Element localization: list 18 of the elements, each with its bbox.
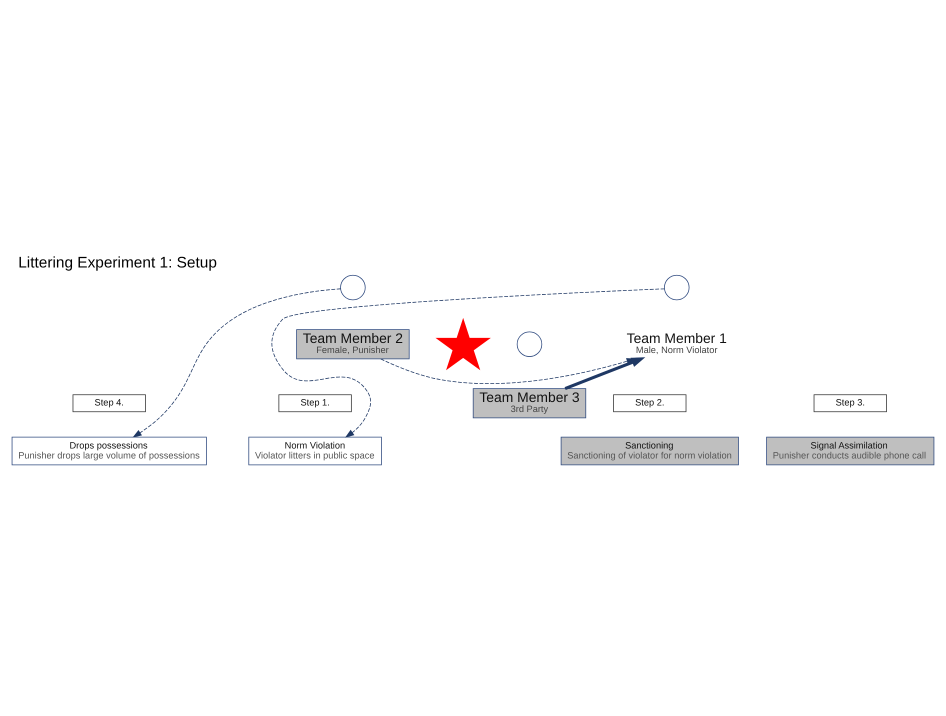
node-box: Step 3.	[814, 394, 887, 412]
node-box: Step 1.	[278, 394, 352, 412]
node-box: Drops possessions Punisher drops large volume of possessions	[12, 436, 207, 465]
node-circle	[340, 274, 366, 300]
diagram-title: Littering Experiment 1: Setup	[18, 254, 217, 272]
node-circle	[516, 331, 542, 356]
node-text: Team Member 1 Male, Norm Violator	[626, 330, 727, 355]
node-box: Team Member 2 Female, Punisher	[296, 328, 410, 359]
node-circle	[664, 274, 690, 300]
node-box: Norm Violation Violator litters in public space	[248, 436, 382, 465]
arrow	[271, 288, 665, 438]
node-box: Signal Assimilation Punisher conducts audible phone call	[766, 436, 934, 465]
node-box: Step 2.	[613, 394, 686, 412]
arrow	[132, 288, 341, 438]
node-box: Sanctioning Sanctioning of violator for norm violation	[560, 436, 739, 465]
node-cross	[435, 317, 491, 370]
node-box: Step 4.	[72, 394, 146, 412]
node-box: Team Member 3 3rd Party	[472, 388, 586, 418]
